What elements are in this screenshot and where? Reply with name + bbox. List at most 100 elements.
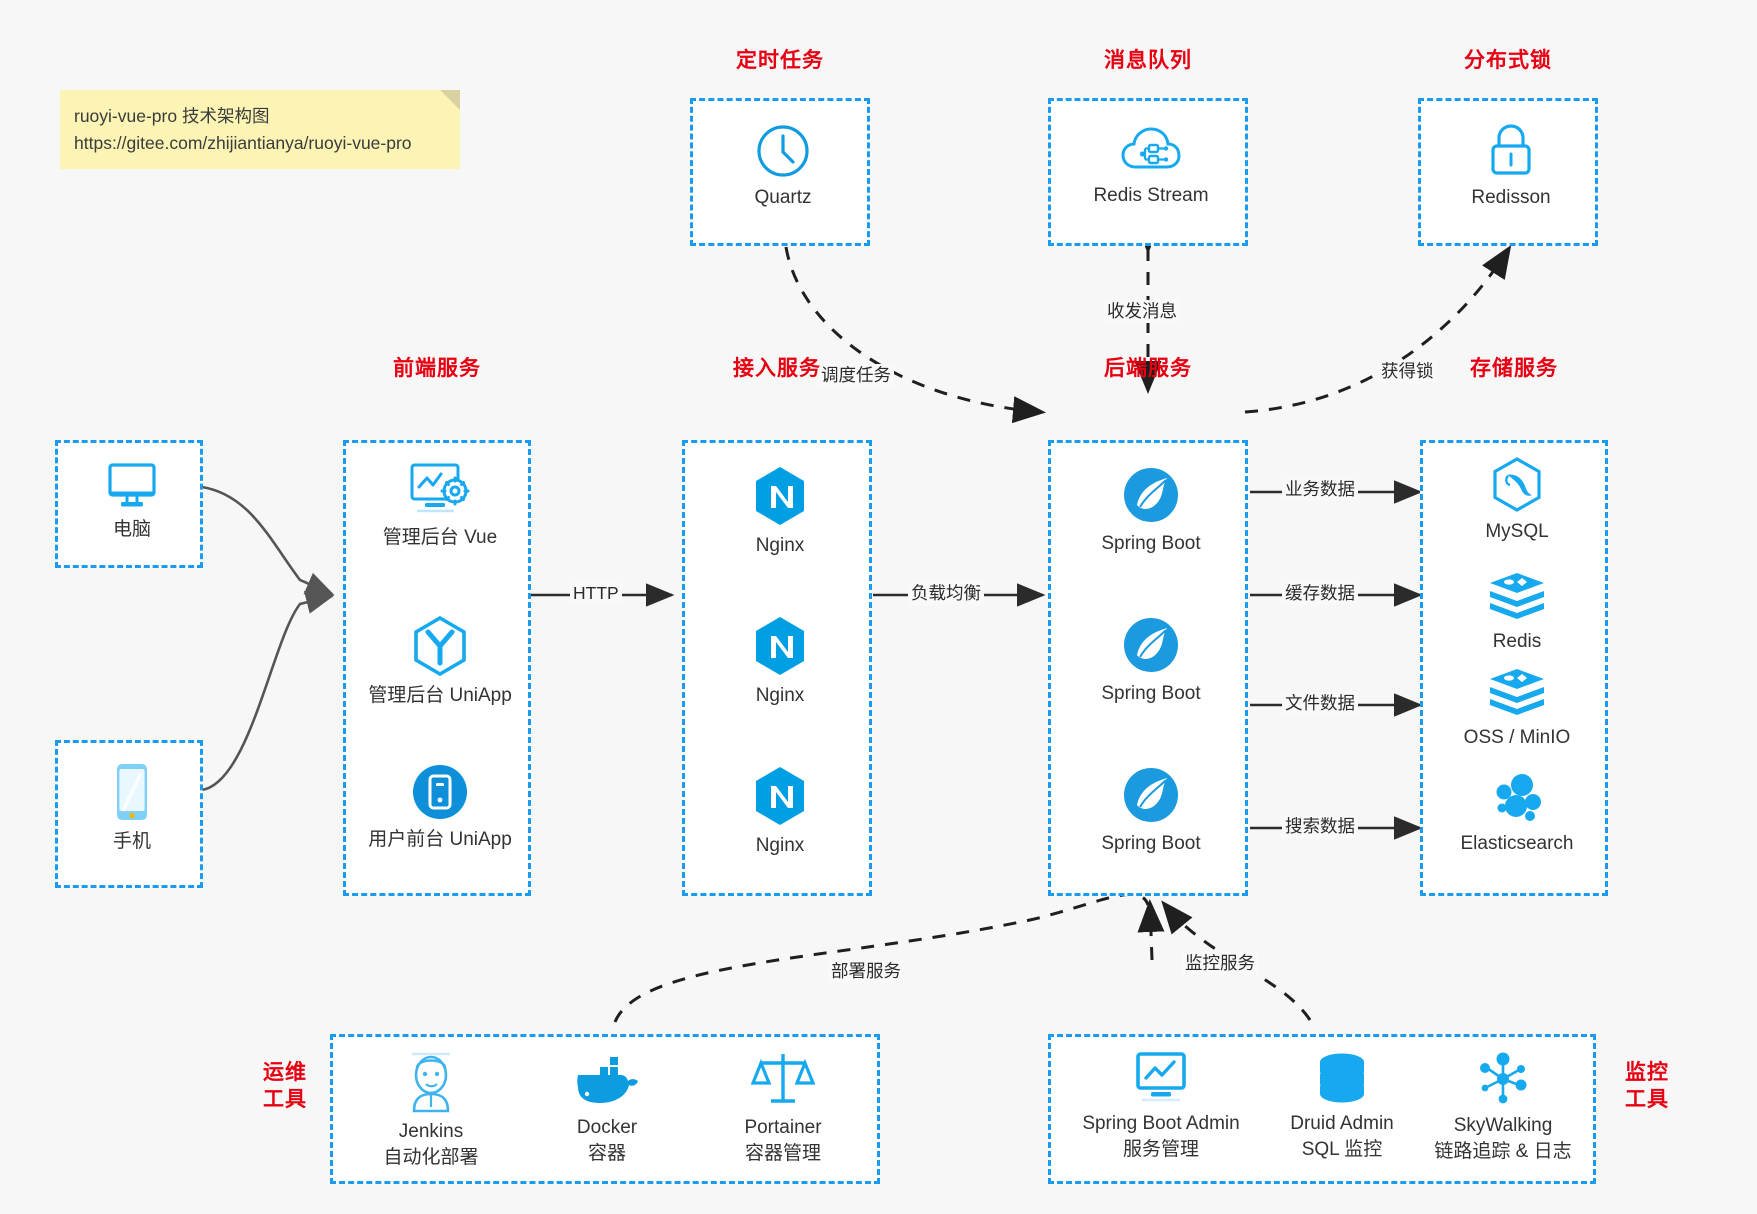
- cube-icon: [411, 615, 469, 677]
- node-admin-vue[interactable]: 管理后台 Vue: [346, 461, 534, 551]
- desktop-icon: [104, 459, 160, 511]
- node-label: 用户前台 UniApp: [368, 829, 512, 850]
- app-icon: [411, 763, 469, 821]
- node-jenkins[interactable]: Jenkins 自动化部署: [347, 1051, 515, 1170]
- group-title-devops: 运维 工具: [252, 1060, 318, 1114]
- node-oss-minio[interactable]: OSS / MinIO: [1423, 667, 1611, 751]
- group-title-gateway: 接入服务: [733, 357, 821, 380]
- group-box-frontend: 管理后台 Vue 管理后台 UniApp 用户前台 U: [343, 440, 531, 896]
- node-label: 手机: [112, 831, 151, 852]
- node-sublabel: 容器: [587, 1142, 626, 1164]
- group-box-scheduler: Quartz: [690, 98, 870, 246]
- edge-label-deploy-service: 部署服务: [828, 960, 904, 983]
- spring-leaf-icon: [1121, 765, 1181, 825]
- group-title-frontend: 前端服务: [393, 357, 481, 380]
- node-sublabel: 链路追踪 & 日志: [1434, 1140, 1572, 1162]
- node-label: Spring Boot: [1101, 833, 1201, 854]
- group-title-devops-line-2: 工具: [263, 1087, 307, 1111]
- node-label: Docker: [576, 1117, 638, 1138]
- clock-icon: [755, 123, 811, 179]
- node-user-uniapp[interactable]: 用户前台 UniApp: [346, 763, 534, 853]
- node-skywalking[interactable]: SkyWalking 链路追踪 & 日志: [1413, 1051, 1593, 1164]
- edge-label-monitor-service: 监控服务: [1182, 952, 1258, 975]
- node-label: Quartz: [754, 187, 812, 208]
- group-box-gateway: Nginx Nginx Nginx: [682, 440, 872, 896]
- group-box-pc: 电脑: [55, 440, 203, 568]
- group-box-storage: MySQL Redis: [1420, 440, 1608, 896]
- monitor-chart-icon: [1130, 1051, 1192, 1105]
- edge-label-schedule-task: 调度任务: [818, 364, 894, 387]
- node-admin-uniapp[interactable]: 管理后台 UniApp: [346, 615, 534, 709]
- node-nginx-1[interactable]: Nginx: [685, 465, 875, 559]
- node-portainer[interactable]: Portainer 容器管理: [699, 1049, 867, 1166]
- network-nodes-icon: [1474, 1051, 1532, 1107]
- edge-label-http: HTTP: [570, 582, 622, 605]
- node-label: Spring Boot: [1101, 533, 1201, 554]
- node-label: Jenkins: [398, 1121, 464, 1142]
- node-label: Druid Admin: [1290, 1113, 1394, 1134]
- node-label: Spring Boot: [1101, 683, 1201, 704]
- node-docker[interactable]: Docker 容器: [523, 1051, 691, 1166]
- elasticsearch-icon: [1489, 771, 1545, 825]
- node-label: Redis: [1492, 631, 1542, 652]
- nginx-icon: [752, 765, 808, 827]
- node-redis[interactable]: Redis: [1423, 571, 1611, 655]
- node-label: Portainer: [744, 1117, 822, 1138]
- diagram-note: ruoyi-vue-pro 技术架构图 https://gitee.com/zh…: [60, 90, 460, 170]
- node-label: Nginx: [755, 685, 805, 706]
- group-title-monitor: 监控 工具: [1614, 1060, 1680, 1114]
- node-druid-admin[interactable]: Druid Admin SQL 监控: [1247, 1051, 1437, 1162]
- docker-whale-icon: [572, 1051, 642, 1109]
- node-label: 电脑: [112, 519, 151, 540]
- edge-label-search-data: 搜索数据: [1282, 815, 1358, 838]
- node-spring-boot-1[interactable]: Spring Boot: [1051, 465, 1251, 557]
- node-elasticsearch[interactable]: Elasticsearch: [1423, 771, 1611, 857]
- node-phone[interactable]: 手机: [58, 761, 206, 855]
- nginx-icon: [752, 465, 808, 527]
- node-label: 管理后台 UniApp: [368, 685, 512, 706]
- node-label: Nginx: [755, 535, 805, 556]
- group-title-mq: 消息队列: [1104, 49, 1192, 72]
- database-icon: [1313, 1051, 1371, 1105]
- group-title-lock: 分布式锁: [1464, 49, 1552, 72]
- node-nginx-3[interactable]: Nginx: [685, 765, 875, 859]
- redis-stack-icon: [1487, 667, 1547, 719]
- lock-icon: [1485, 121, 1537, 179]
- node-mysql[interactable]: MySQL: [1423, 457, 1611, 545]
- group-title-monitor-line-1: 监控: [1625, 1061, 1669, 1084]
- nginx-icon: [752, 615, 808, 677]
- note-line-2: https://gitee.com/zhijiantianya/ruoyi-vu…: [74, 133, 412, 154]
- node-sublabel: 自动化部署: [383, 1146, 479, 1168]
- group-box-monitor: Spring Boot Admin 服务管理 Druid Admin SQL 监…: [1048, 1034, 1596, 1184]
- group-title-scheduler: 定时任务: [736, 49, 824, 72]
- group-box-mq: Redis Stream: [1048, 98, 1248, 246]
- node-sublabel: 服务管理: [1122, 1138, 1199, 1160]
- node-redisson[interactable]: Redisson: [1421, 121, 1601, 211]
- node-redis-stream[interactable]: Redis Stream: [1051, 123, 1251, 209]
- group-title-backend: 后端服务: [1104, 357, 1192, 380]
- node-label: MySQL: [1485, 521, 1549, 542]
- mysql-dolphin-icon: [1489, 457, 1545, 513]
- node-sublabel: 容器管理: [744, 1142, 821, 1164]
- dashboard-gear-icon: [408, 461, 472, 519]
- edge-label-cache-data: 缓存数据: [1282, 582, 1358, 605]
- spring-leaf-icon: [1121, 465, 1181, 525]
- jenkins-butler-icon: [400, 1051, 462, 1113]
- node-label: SkyWalking: [1453, 1115, 1553, 1136]
- node-spring-boot-3[interactable]: Spring Boot: [1051, 765, 1251, 857]
- node-sublabel: SQL 监控: [1301, 1138, 1383, 1160]
- group-box-devops: Jenkins 自动化部署 Docker 容器: [330, 1034, 880, 1184]
- group-box-backend: Spring Boot Spring Boot Spring Boot: [1048, 440, 1248, 896]
- scales-icon: [751, 1049, 815, 1109]
- redis-stack-icon: [1487, 571, 1547, 623]
- spring-leaf-icon: [1121, 615, 1181, 675]
- node-quartz[interactable]: Quartz: [693, 123, 873, 211]
- group-box-lock: Redisson: [1418, 98, 1598, 246]
- node-nginx-2[interactable]: Nginx: [685, 615, 875, 709]
- edge-label-load-balance: 负载均衡: [908, 582, 984, 605]
- node-spring-boot-admin[interactable]: Spring Boot Admin 服务管理: [1061, 1051, 1261, 1162]
- node-pc[interactable]: 电脑: [58, 459, 206, 543]
- node-spring-boot-2[interactable]: Spring Boot: [1051, 615, 1251, 707]
- node-label: Spring Boot Admin: [1082, 1113, 1240, 1134]
- note-line-1: ruoyi-vue-pro 技术架构图: [74, 106, 270, 126]
